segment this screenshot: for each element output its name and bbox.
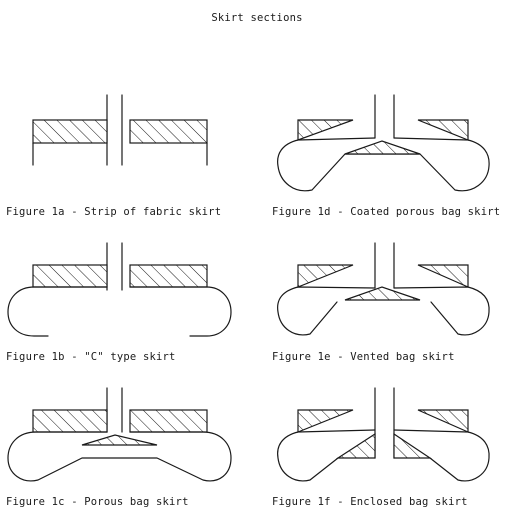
enclosed-bag-right-lobe: [393, 429, 490, 482]
figure-1d-caption: Figure 1d - Coated porous bag skirt: [272, 206, 500, 218]
c-skirt-left-curl: [7, 286, 108, 337]
figure-1f: Figure 1f - Enclosed bag skirt: [272, 387, 490, 508]
vented-bag-left-lobe: [277, 286, 376, 336]
vented-bag-hatch-left: [297, 264, 354, 288]
figure-1b-caption: Figure 1b - "C" type skirt: [6, 351, 176, 363]
figure-1a: Figure 1a - Strip of fabric skirt: [6, 94, 221, 218]
enclosed-bag-inner-hatch-left: [335, 432, 376, 459]
figure-1b: Figure 1b - "C" type skirt: [6, 242, 232, 363]
c-skirt-hatch-left: [32, 264, 108, 288]
figure-1c: Figure 1c - Porous bag skirt: [6, 387, 232, 508]
vented-bag-right-lobe: [393, 286, 490, 336]
vented-bag-hatch-right: [417, 264, 469, 288]
porous-bag-outline: [7, 431, 232, 482]
enclosed-bag-left-lobe: [277, 429, 376, 482]
coated-bag-hatch-right: [417, 119, 469, 141]
diagram-title: Skirt sections: [211, 12, 302, 24]
figure-1d: Figure 1d - Coated porous bag skirt: [272, 94, 500, 218]
porous-bag-hatch-right: [129, 409, 208, 433]
enclosed-bag-hatch-right: [417, 409, 469, 433]
c-skirt-right-curl: [129, 286, 232, 337]
enclosed-bag-inner-hatch-right: [393, 432, 432, 459]
coated-bag-hatch-left: [297, 119, 354, 141]
figure-1f-caption: Figure 1f - Enclosed bag skirt: [272, 496, 468, 508]
coated-bag-inner-hatch: [344, 140, 421, 155]
figure-1e-caption: Figure 1e - Vented bag skirt: [272, 351, 455, 363]
figure-1e: Figure 1e - Vented bag skirt: [272, 242, 490, 363]
figure-1a-caption: Figure 1a - Strip of fabric skirt: [6, 206, 221, 218]
vented-bag-inner-hatch: [344, 286, 421, 301]
enclosed-bag-hatch-left: [297, 409, 354, 433]
porous-bag-inner-hatch: [81, 434, 158, 446]
c-skirt-hatch-right: [129, 264, 208, 288]
porous-bag-hatch-left: [32, 409, 108, 433]
skirt-strip-left: [32, 119, 108, 144]
figure-1c-caption: Figure 1c - Porous bag skirt: [6, 496, 189, 508]
skirt-strip-right: [129, 119, 208, 144]
